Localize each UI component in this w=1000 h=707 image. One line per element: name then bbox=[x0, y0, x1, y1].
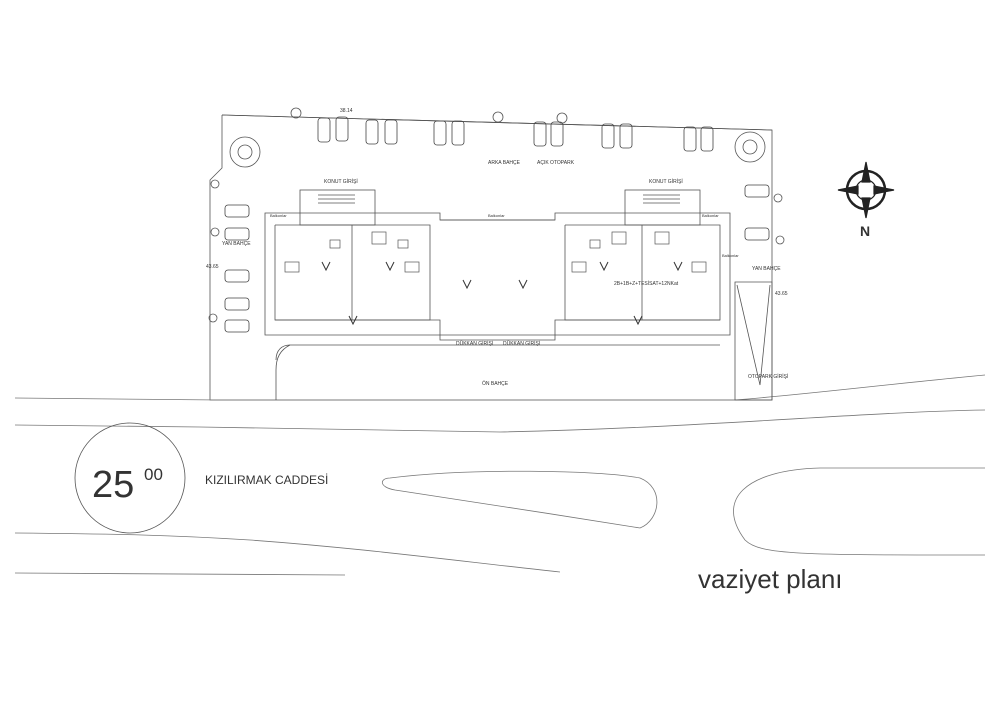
arrow-7 bbox=[348, 315, 358, 326]
label-balkon-3: Balkonlar bbox=[702, 213, 719, 218]
car bbox=[384, 119, 398, 145]
car bbox=[683, 126, 697, 152]
shrub bbox=[210, 179, 220, 189]
label-konut-girisi-left: KONUT GİRİŞİ bbox=[324, 178, 358, 185]
ramp-diagonal bbox=[736, 284, 771, 386]
label-floors: 2B+1B+Z+TESİSAT+12NKat bbox=[614, 280, 679, 287]
label-yan-bahce-right: YAN BAHÇE bbox=[752, 266, 781, 272]
north-arrow-icon bbox=[837, 161, 895, 219]
car bbox=[744, 227, 770, 241]
shrub bbox=[775, 235, 785, 245]
shrub bbox=[210, 227, 220, 237]
building-inner bbox=[274, 224, 431, 321]
car bbox=[619, 123, 633, 149]
fixture bbox=[284, 261, 300, 273]
car bbox=[433, 120, 447, 146]
label-yan-bahce-left: YAN BAHÇE bbox=[222, 241, 251, 247]
label-konut-girisi-right: KONUT GİRİŞİ bbox=[649, 178, 683, 185]
tree bbox=[742, 139, 758, 155]
fixture bbox=[371, 231, 387, 245]
tree bbox=[237, 144, 253, 160]
shrub bbox=[556, 112, 568, 124]
label-dukkan-girisi-right: DÜKKAN GİRİŞİ bbox=[503, 340, 540, 347]
label-balkon-1: Balkonlar bbox=[270, 213, 287, 218]
car bbox=[224, 204, 250, 218]
street-width: 25 bbox=[92, 464, 134, 506]
arrow-2 bbox=[385, 261, 395, 272]
arrow-8 bbox=[633, 315, 643, 326]
arrow-6 bbox=[673, 261, 683, 272]
label-balkon-2: Balkonlar bbox=[488, 213, 505, 218]
car bbox=[601, 123, 615, 149]
car bbox=[365, 119, 379, 145]
front-garden bbox=[275, 344, 720, 400]
fixture bbox=[329, 239, 341, 249]
label-dukkan-girisi-left: DÜKKAN GİRİŞİ bbox=[456, 340, 493, 347]
ramp-area bbox=[734, 281, 773, 401]
fixture bbox=[611, 231, 627, 245]
fixture bbox=[654, 231, 670, 245]
arrow-4 bbox=[518, 279, 528, 290]
label-dim-left: 43.65 bbox=[206, 264, 219, 270]
street-width-sup: 00 bbox=[144, 465, 163, 484]
car bbox=[451, 120, 465, 146]
label-on-bahce: ÖN BAHÇE bbox=[482, 380, 509, 387]
car bbox=[224, 297, 250, 311]
konut-entrance-right bbox=[624, 189, 701, 226]
street-name: KIZILIRMAK CADDESİ bbox=[205, 473, 328, 487]
arrow-5 bbox=[599, 261, 609, 272]
label-balkon-4: Balkonlar bbox=[722, 253, 739, 258]
parking-line-top bbox=[221, 114, 773, 131]
road-edge-4 bbox=[14, 572, 346, 576]
north-letter: N bbox=[860, 223, 870, 239]
car bbox=[335, 116, 349, 142]
shrub bbox=[290, 107, 302, 119]
label-dim-top: 38.14 bbox=[340, 108, 353, 114]
right-island bbox=[733, 467, 986, 556]
label-otopark-girisi: OTOPARK GİRİŞİ bbox=[748, 373, 788, 380]
arrow-1 bbox=[321, 261, 331, 272]
fixture bbox=[571, 261, 587, 273]
title: vaziyet planı bbox=[698, 564, 843, 594]
fixture bbox=[397, 239, 409, 249]
fixture bbox=[404, 261, 420, 273]
car bbox=[550, 121, 564, 147]
car bbox=[533, 121, 547, 147]
fixture bbox=[589, 239, 601, 249]
fixture bbox=[691, 261, 707, 273]
car bbox=[224, 227, 250, 241]
shrub bbox=[492, 111, 504, 123]
road-edge-2 bbox=[14, 409, 986, 433]
label-dim-right: 43.65 bbox=[775, 291, 788, 297]
car bbox=[700, 126, 714, 152]
shrub bbox=[208, 313, 218, 323]
car bbox=[224, 269, 250, 283]
building-inner-right bbox=[564, 224, 721, 321]
median-island bbox=[381, 470, 658, 529]
car bbox=[317, 117, 331, 143]
shop-front bbox=[275, 319, 720, 336]
label-acik-otopark: AÇIK OTOPARK bbox=[537, 160, 575, 166]
road-edge-1 bbox=[14, 374, 986, 401]
car bbox=[224, 319, 250, 333]
parcel-boundary bbox=[209, 114, 773, 401]
tree bbox=[229, 136, 261, 168]
road-edge-3 bbox=[14, 532, 561, 573]
label-arka-bahce: ARKA BAHÇE bbox=[488, 160, 521, 166]
car bbox=[744, 184, 770, 198]
tree bbox=[734, 131, 766, 163]
konut-entrance-left bbox=[299, 189, 376, 226]
shrub bbox=[773, 193, 783, 203]
arrow-3 bbox=[462, 279, 472, 290]
street-width-circle bbox=[74, 422, 186, 534]
